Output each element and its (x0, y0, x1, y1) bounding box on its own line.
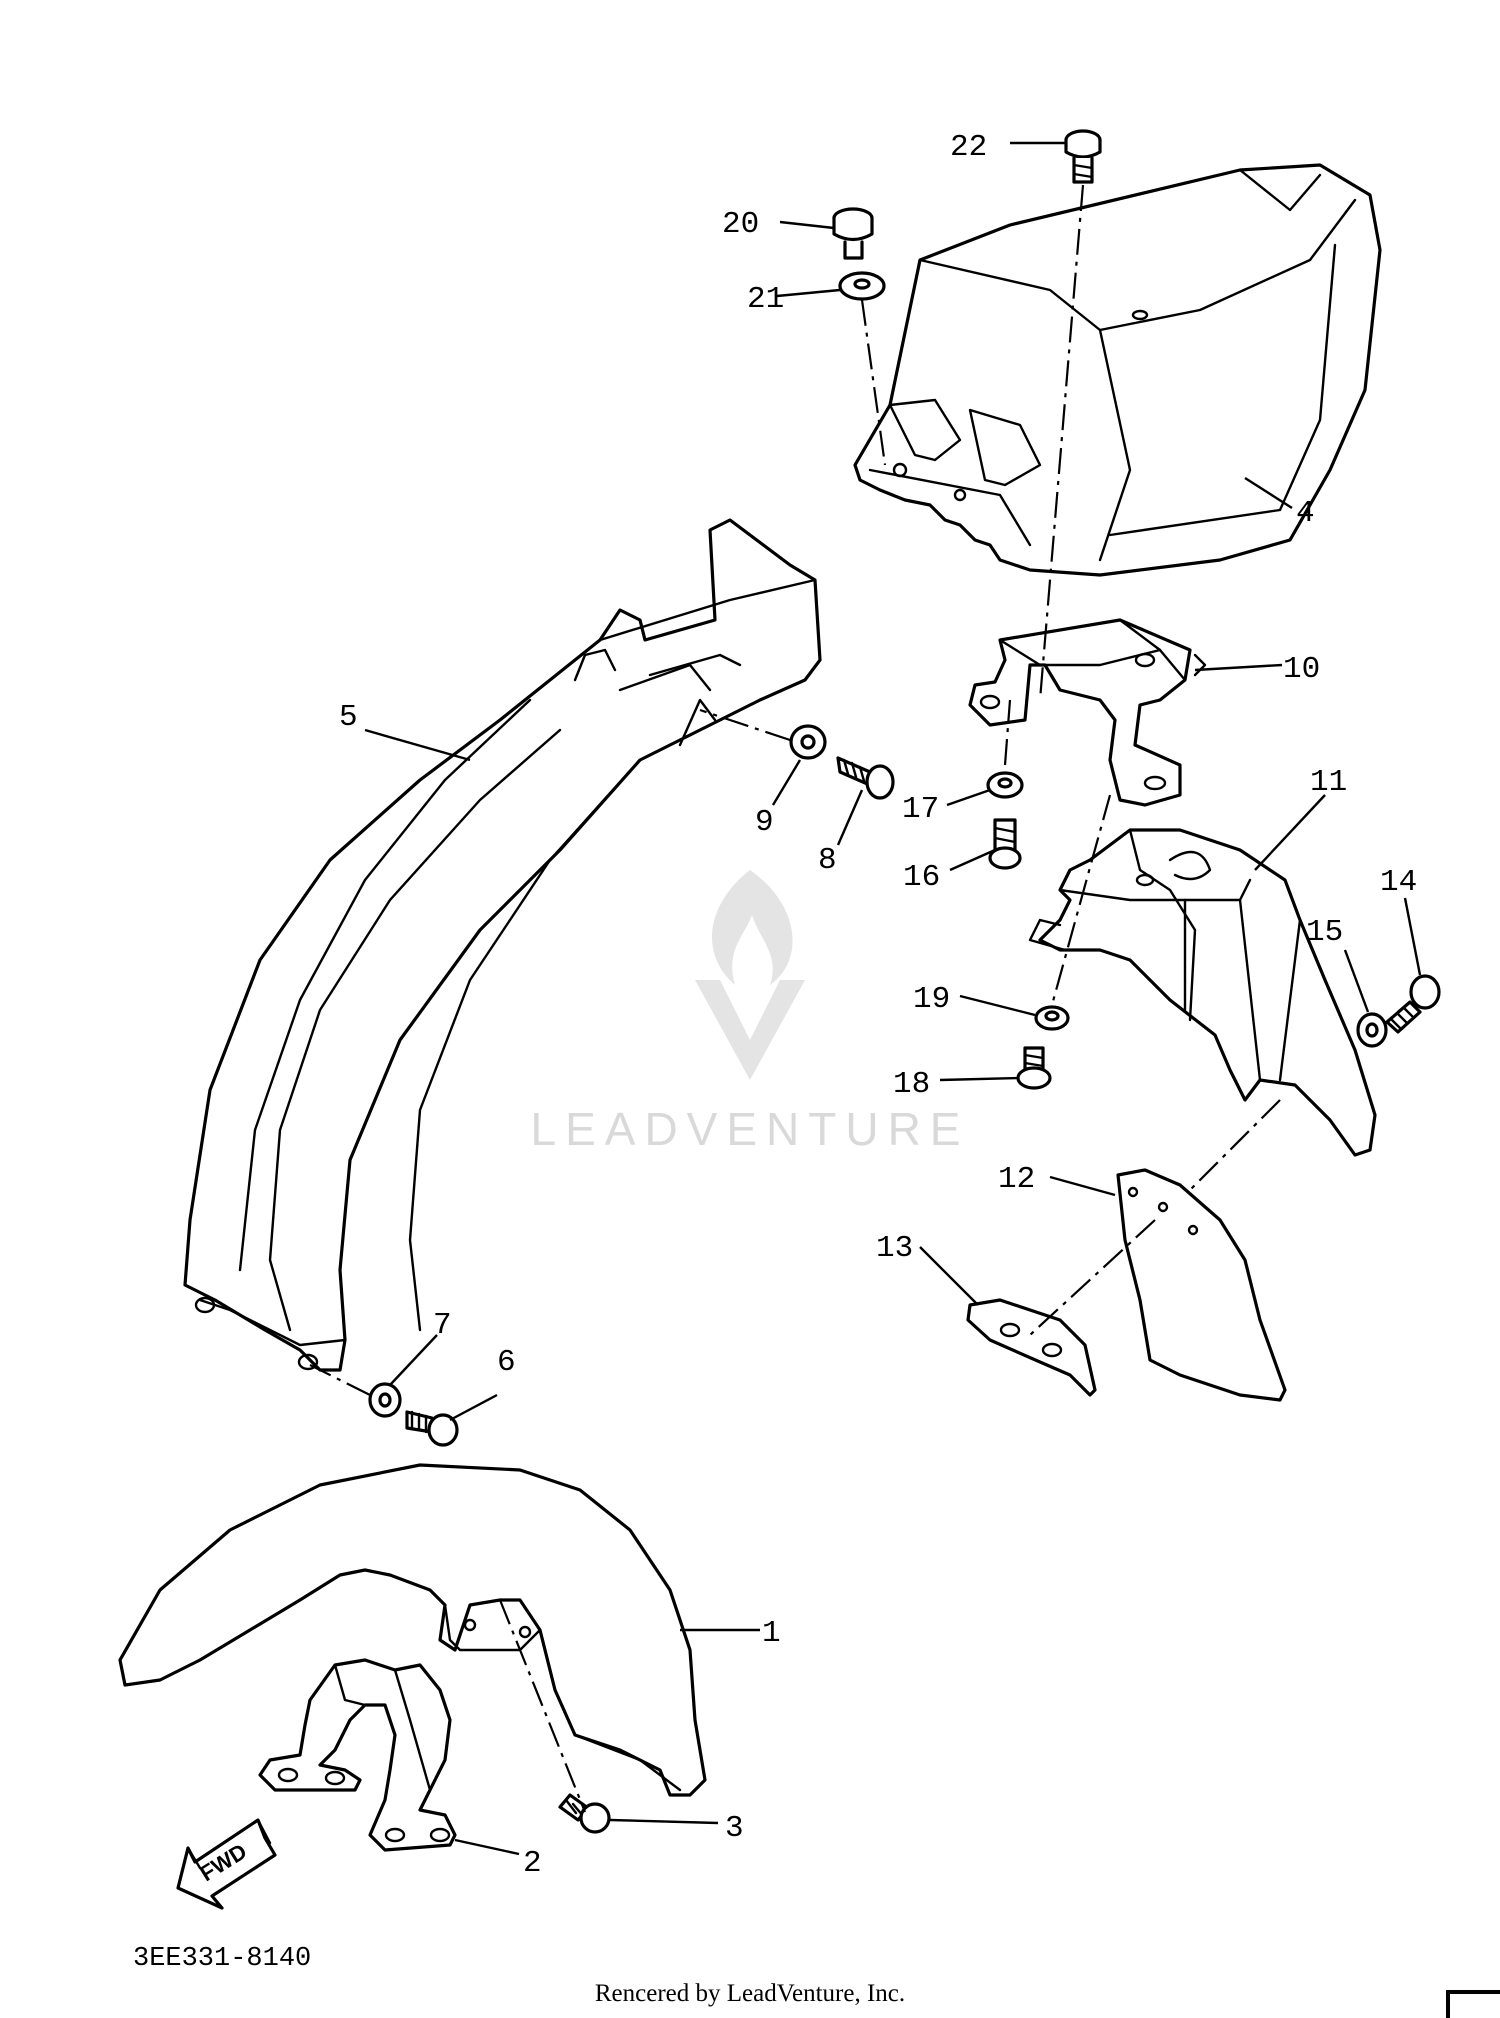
plate-13-part (966, 1298, 1097, 1397)
bracket-10-part (968, 618, 1207, 807)
callout-9: 9 (755, 805, 774, 840)
bolt-3-part (558, 1793, 611, 1834)
callout-6: 6 (497, 1345, 516, 1380)
callout-18: 18 (893, 1067, 930, 1102)
washer-19-part (1034, 1005, 1070, 1031)
callout-13: 13 (876, 1231, 913, 1266)
callout-22: 22 (950, 130, 987, 165)
callout-5: 5 (339, 700, 358, 735)
nut-16-part (988, 818, 1022, 870)
callout-16: 16 (903, 860, 940, 895)
watermark-v-icon (695, 980, 805, 1080)
bolt-8-part (836, 756, 895, 800)
alignment-lines (309, 184, 1281, 1813)
front-fender-part (118, 1463, 707, 1797)
callout-4: 4 (1296, 496, 1315, 531)
callout-15: 15 (1306, 915, 1343, 950)
washer-21-part (838, 271, 886, 301)
washer-9-part (789, 724, 827, 760)
leader-lines (364, 141, 1422, 1856)
callout-numbers: 1 2 3 4 5 6 7 8 9 10 11 12 13 14 15 16 1… (339, 130, 1417, 1881)
callout-17: 17 (902, 792, 939, 827)
washer-17-part (986, 771, 1024, 799)
callout-19: 19 (913, 982, 950, 1017)
forward-direction-arrow-icon: FWD (176, 1818, 277, 1910)
bolt-6-part (405, 1410, 459, 1447)
callout-14: 14 (1380, 865, 1417, 900)
callout-21: 21 (747, 282, 784, 317)
bolt-20-part (832, 207, 874, 260)
rear-fender-part (183, 518, 822, 1372)
mud-flap-12-part (1116, 1168, 1287, 1402)
flap-bracket-11-part (1028, 828, 1377, 1157)
callout-1: 1 (762, 1616, 781, 1651)
seat-cowl-part (853, 163, 1382, 577)
callout-3: 3 (725, 1811, 744, 1846)
callout-7: 7 (433, 1308, 452, 1343)
bolt-18-part (1016, 1046, 1052, 1090)
diagram-code: 3EE331-8140 (133, 1944, 311, 1974)
callout-20: 20 (722, 207, 759, 242)
washer-15-part (1356, 1012, 1388, 1048)
callout-8: 8 (818, 843, 837, 878)
watermark-text: LEADVENTURE (531, 1103, 970, 1155)
screw-14-part (1385, 974, 1441, 1034)
fender-brace-part (258, 1658, 457, 1852)
render-credit: Rencered by LeadVenture, Inc. (595, 1980, 905, 2007)
watermark: LEADVENTURE (531, 870, 970, 1155)
frame-corner (1446, 1990, 1500, 2018)
callout-11: 11 (1310, 765, 1347, 800)
callout-2: 2 (523, 1846, 542, 1881)
watermark-flame-icon (712, 870, 793, 985)
bolt-22-part (1064, 129, 1102, 184)
callout-12: 12 (998, 1162, 1035, 1197)
washer-7-part (368, 1382, 402, 1418)
callout-10: 10 (1283, 652, 1320, 687)
